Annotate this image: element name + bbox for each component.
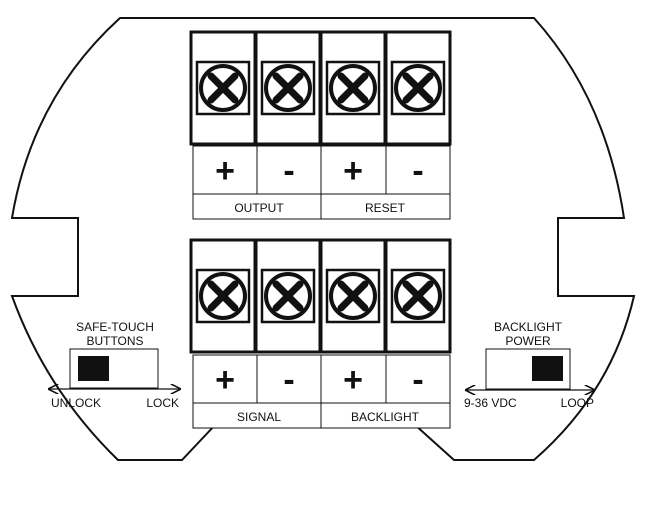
polarity-label: -	[412, 152, 423, 190]
safe-touch-switch: SAFE-TOUCH BUTTONS UNLOCK LOCK	[49, 320, 180, 410]
terminal-block-bottom: + - + - SIGNAL BACKLIGHT	[191, 240, 450, 429]
loop-label: LOOP	[561, 396, 594, 410]
backlight-power-title: BACKLIGHT	[494, 320, 563, 334]
screw-terminal[interactable]	[256, 32, 320, 144]
group-label-reset: RESET	[365, 201, 406, 215]
switch-slider[interactable]	[532, 356, 563, 381]
terminal-block-top: + - + - OUTPUT RESET	[191, 32, 450, 220]
polarity-label: +	[343, 361, 363, 399]
polarity-label: -	[412, 361, 423, 399]
backlight-power-switch: BACKLIGHT POWER 9-36 VDC LOOP	[464, 320, 594, 410]
safe-touch-title: SAFE-TOUCH	[76, 320, 154, 334]
lock-label: LOCK	[146, 396, 179, 410]
polarity-label: +	[215, 152, 235, 190]
screw-terminal[interactable]	[321, 32, 385, 144]
group-label-output: OUTPUT	[234, 201, 284, 215]
backlight-power-subtitle: POWER	[505, 334, 551, 348]
group-label-signal: SIGNAL	[237, 410, 281, 424]
group-label-backlight: BACKLIGHT	[351, 410, 420, 424]
safe-touch-subtitle: BUTTONS	[86, 334, 143, 348]
screw-terminal[interactable]	[321, 240, 385, 352]
screw-terminal[interactable]	[191, 32, 255, 144]
switch-slider[interactable]	[78, 356, 109, 381]
polarity-label: -	[283, 361, 294, 399]
screw-terminal[interactable]	[386, 32, 450, 144]
screw-terminal[interactable]	[386, 240, 450, 352]
unlock-label: UNLOCK	[51, 396, 101, 410]
polarity-label: +	[215, 361, 235, 399]
polarity-label: +	[343, 152, 363, 190]
vdc-label: 9-36 VDC	[464, 396, 517, 410]
screw-terminal[interactable]	[256, 240, 320, 352]
screw-terminal[interactable]	[191, 240, 255, 352]
polarity-label: -	[283, 152, 294, 190]
